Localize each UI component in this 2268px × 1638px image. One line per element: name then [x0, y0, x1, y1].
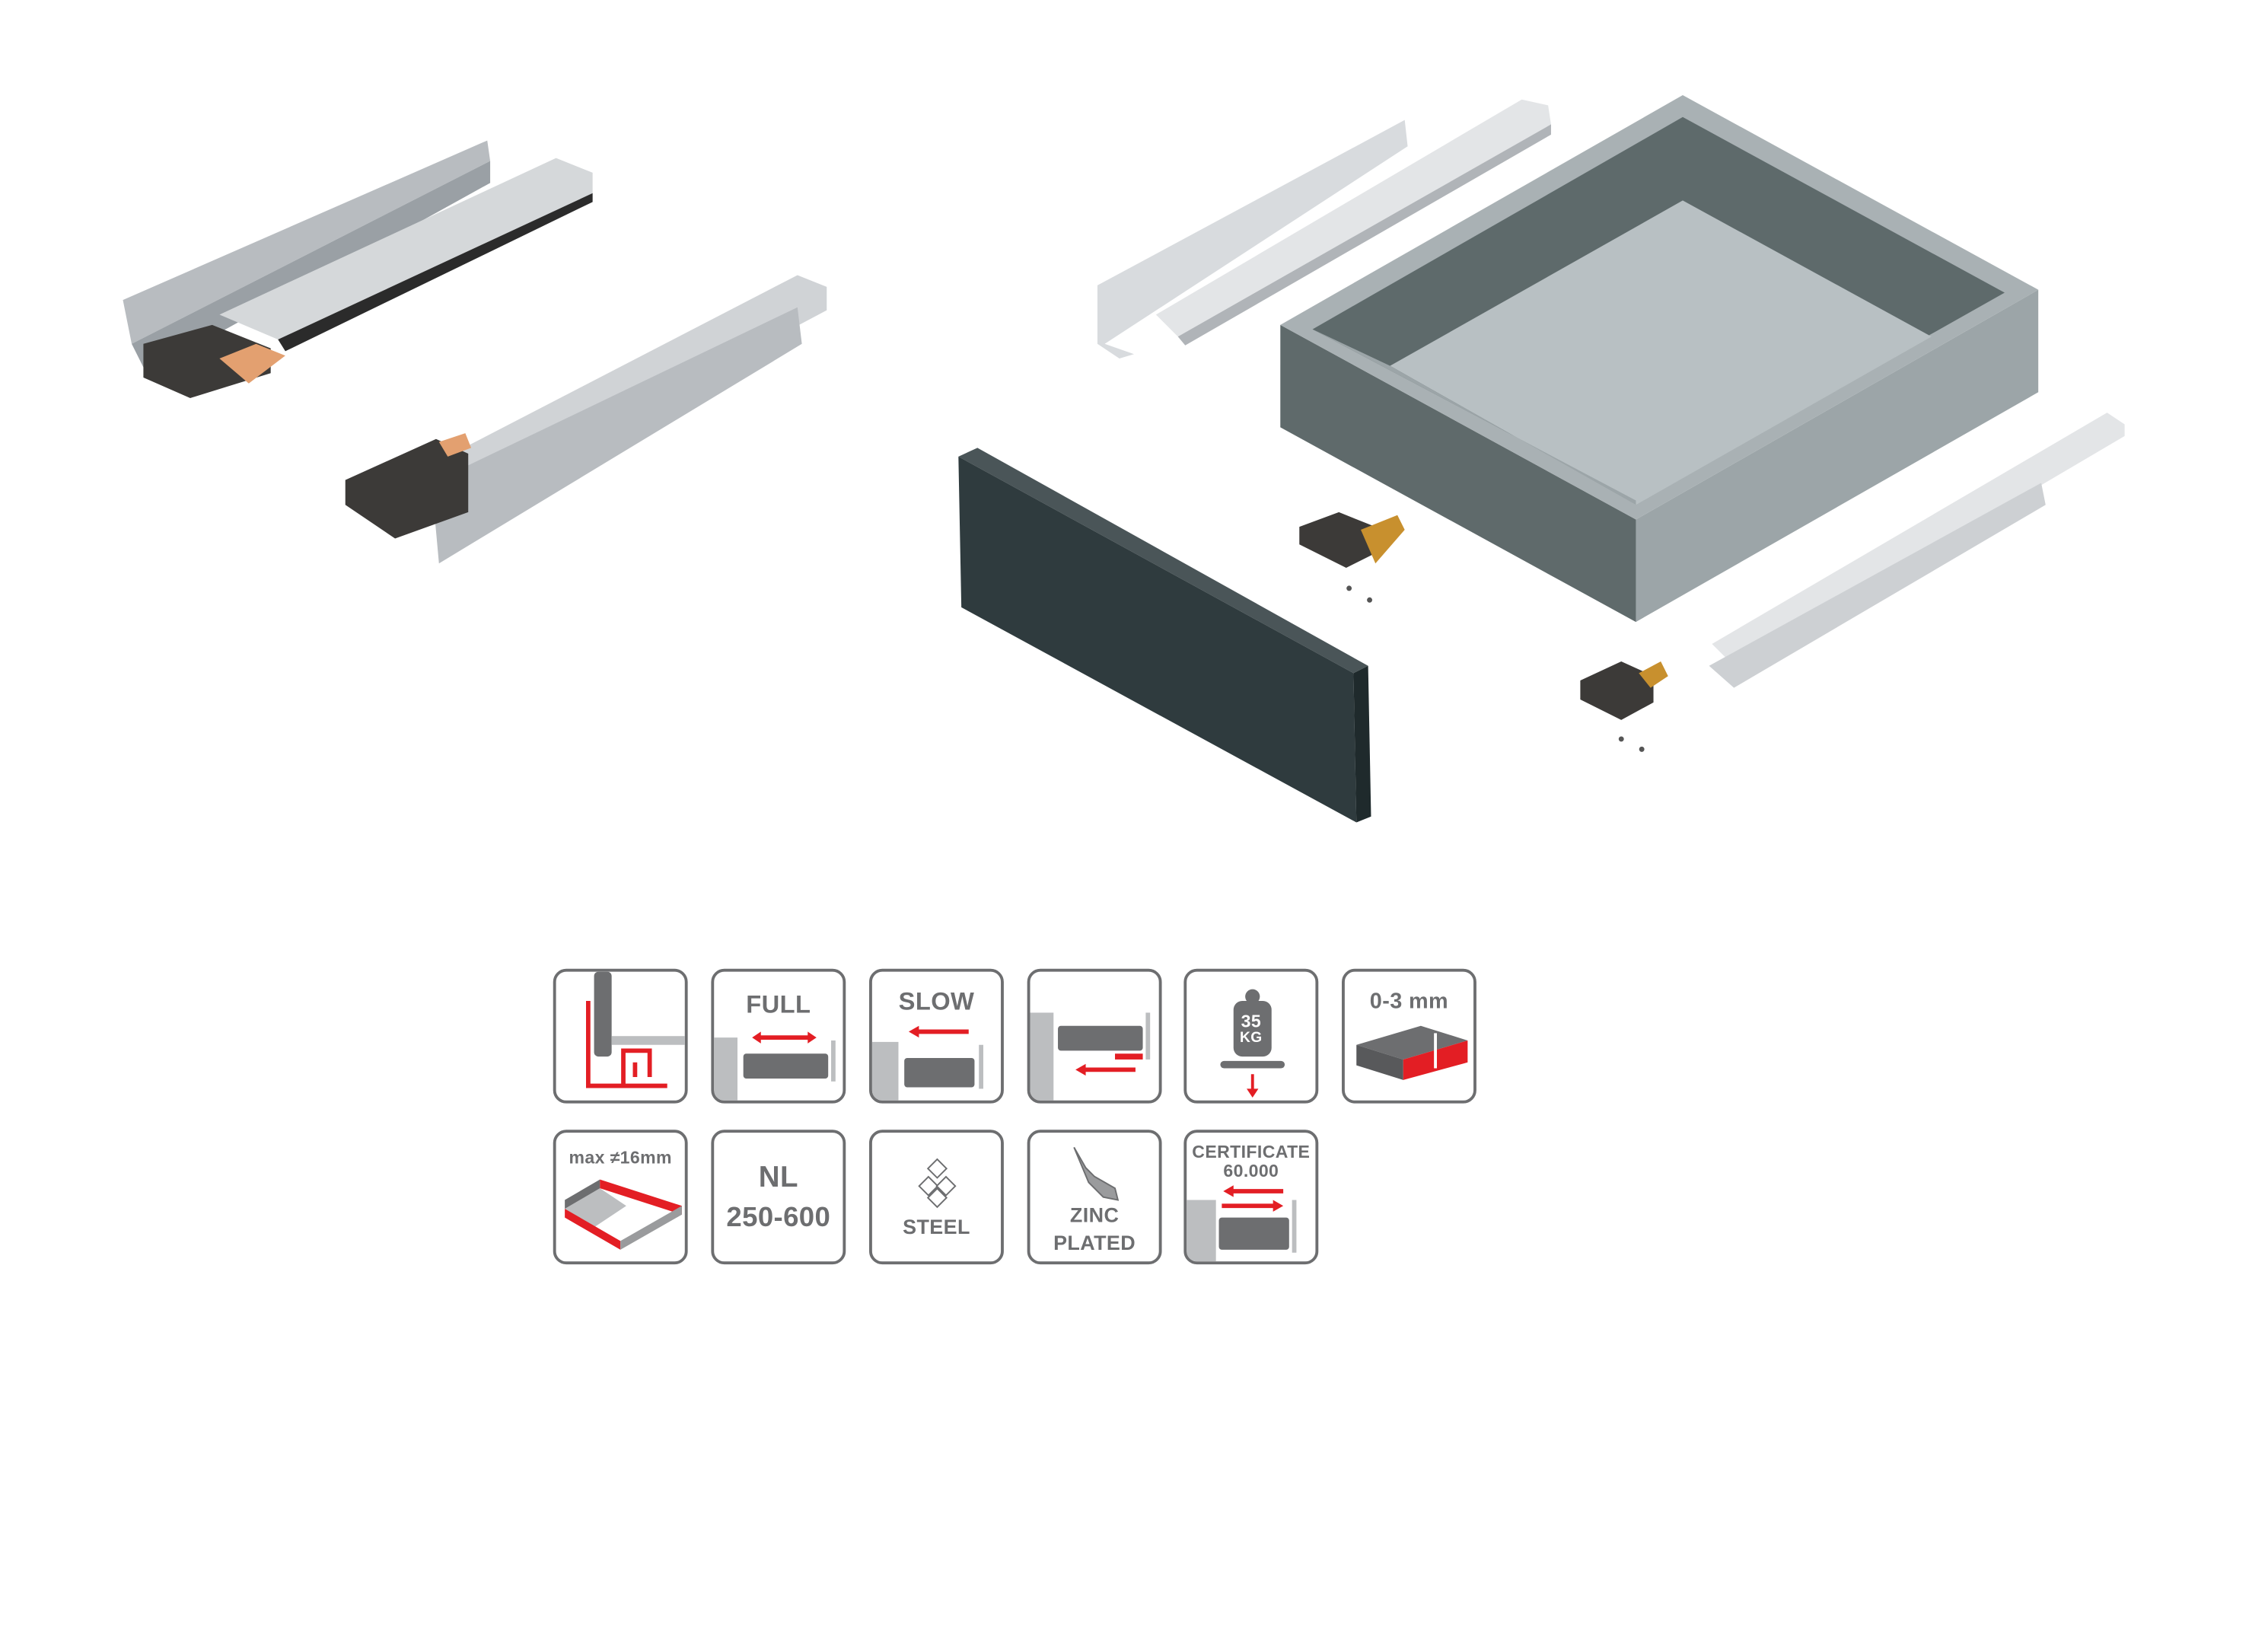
runner-slide-left-top	[123, 140, 593, 398]
steel-cubes-icon	[918, 1158, 957, 1209]
feature-nominal-length: NL 250-600	[711, 1130, 846, 1265]
full-extension-icon	[714, 1031, 836, 1101]
feature-load: 35 KG	[1183, 968, 1319, 1104]
height-adjust-label: 0-3 mm	[1369, 989, 1449, 1015]
side-thickness-label: max ≠16mm	[569, 1147, 672, 1168]
feature-height-adjust: 0-3 mm	[1342, 968, 1476, 1104]
feature-material: STEEL	[869, 1130, 1004, 1265]
plated-label: PLATED	[1053, 1230, 1136, 1254]
drawer-front-panel	[958, 448, 1371, 823]
push-lock-icon	[586, 971, 685, 1088]
certificate-label: CERTIFICATE	[1192, 1141, 1311, 1162]
runner-slide-left-bottom	[345, 275, 827, 564]
product-illustration	[123, 94, 2125, 823]
certificate-value: 60.000	[1223, 1160, 1279, 1181]
feature-finish: ZINC PLATED	[1027, 1130, 1162, 1265]
cycle-test-icon	[1187, 1185, 1297, 1262]
locking-clip-2	[1580, 661, 1668, 752]
locking-clip-1	[1299, 511, 1405, 603]
drawer-box	[1280, 94, 2039, 623]
feature-push-open	[1027, 968, 1162, 1104]
weight-unit: KG	[1240, 1030, 1263, 1047]
nl-label: NL	[758, 1162, 798, 1194]
feature-synchronization	[553, 968, 688, 1104]
slow-label: SLOW	[898, 987, 975, 1016]
runner-slide-right-bottom	[1709, 413, 2125, 688]
feature-full-extension: FULL	[711, 968, 846, 1104]
runner-slide-right-top	[1097, 99, 1551, 359]
feature-certificate: CERTIFICATE 60.000	[1183, 1130, 1319, 1265]
feature-side-thickness: max ≠16mm	[553, 1130, 688, 1265]
feature-soft-close: SLOW	[869, 968, 1004, 1104]
full-label: FULL	[746, 990, 811, 1019]
brush-icon	[1073, 1146, 1120, 1201]
drawer-side-icon	[565, 1179, 682, 1250]
push-open-icon	[1030, 1012, 1151, 1101]
height-adjust-icon	[1356, 1025, 1468, 1080]
weight-icon	[1220, 989, 1285, 1098]
zinc-label: ZINC	[1069, 1203, 1120, 1227]
nl-value: 250-600	[726, 1203, 831, 1234]
soft-close-icon	[871, 1025, 983, 1101]
weight-value: 35	[1241, 1011, 1262, 1032]
steel-label: STEEL	[903, 1214, 970, 1238]
